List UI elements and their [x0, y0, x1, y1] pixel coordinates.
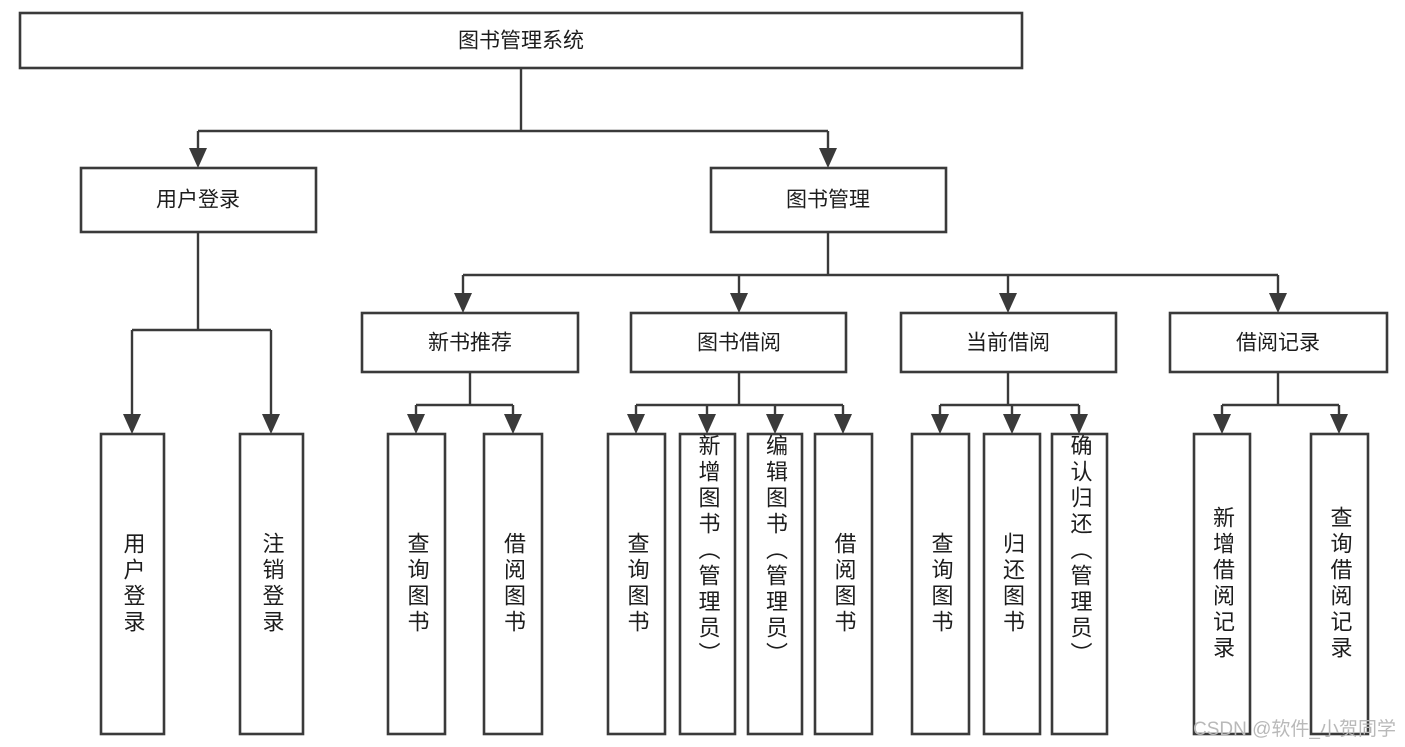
leaf-box-borrow-book-1[interactable]	[482, 432, 544, 736]
node-book-borrow[interactable]: 图书借阅	[629, 311, 848, 374]
node-current-borrow-label: 当前借阅	[966, 332, 1050, 355]
arrowhead-newbook-borrow	[504, 414, 522, 434]
arrowhead-record	[1269, 293, 1287, 313]
arrowhead-current-confirm	[1070, 414, 1088, 434]
arrowhead-newbook	[454, 293, 472, 313]
leaf-box-query-book-1[interactable]	[386, 432, 447, 736]
arrowhead-book-mgmt	[819, 148, 837, 168]
node-book-borrow-box[interactable]	[629, 311, 848, 374]
node-borrow-record-box[interactable]	[1168, 311, 1389, 374]
arrowhead-borrow-edit	[766, 414, 784, 434]
node-current-borrow-box[interactable]	[899, 311, 1118, 374]
connector-layer	[123, 68, 1348, 434]
leaf-box-user-login[interactable]	[99, 432, 166, 736]
arrowhead-user-login	[189, 148, 207, 168]
node-book-management-label: 图书管理	[786, 189, 870, 212]
leaf-box-borrow-book-2[interactable]	[813, 432, 874, 736]
leaf-box-query-book-2[interactable]	[606, 432, 667, 736]
arrowhead-record-add	[1213, 414, 1231, 434]
node-user-login-box[interactable]	[79, 166, 318, 234]
node-user-login-label: 用户登录	[156, 189, 240, 212]
leaf-box-edit-book-admin[interactable]	[746, 432, 804, 736]
node-borrow-record[interactable]: 借阅记录	[1168, 311, 1389, 374]
leaf-box-layer	[99, 432, 1370, 736]
node-book-borrow-label: 图书借阅	[697, 332, 781, 355]
arrowhead-leaf-user-login	[123, 414, 141, 434]
arrowhead-borrow-lend	[834, 414, 852, 434]
leaf-box-add-book-admin[interactable]	[678, 432, 737, 736]
node-root-system[interactable]: 图书管理系统	[18, 11, 1024, 70]
node-book-management[interactable]: 图书管理	[709, 166, 948, 234]
node-new-book-recommend-label: 新书推荐	[428, 332, 512, 355]
csdn-watermark: CSDN @软件_小贺同学	[1193, 719, 1396, 740]
leaf-box-query-book-3[interactable]	[910, 432, 971, 736]
arrowhead-current-query	[931, 414, 949, 434]
leaf-box-confirm-return[interactable]	[1050, 432, 1109, 736]
arrowhead-record-query	[1330, 414, 1348, 434]
arrowhead-current	[999, 293, 1017, 313]
arrowhead-leaf-logout	[262, 414, 280, 434]
node-root-system-label: 图书管理系统	[458, 30, 584, 53]
node-borrow-record-label: 借阅记录	[1236, 332, 1320, 355]
leaf-box-query-record[interactable]	[1309, 432, 1370, 736]
node-new-book-recommend[interactable]: 新书推荐	[360, 311, 580, 374]
node-root-system-box[interactable]	[18, 11, 1024, 70]
leaf-box-logout[interactable]	[238, 432, 305, 736]
node-current-borrow[interactable]: 当前借阅	[899, 311, 1118, 374]
leaf-box-return-book[interactable]	[982, 432, 1042, 736]
leaf-box-add-record[interactable]	[1192, 432, 1252, 736]
node-user-login[interactable]: 用户登录	[79, 166, 318, 234]
node-book-management-box[interactable]	[709, 166, 948, 234]
arrowhead-borrow-add	[698, 414, 716, 434]
arrowhead-borrow-query	[627, 414, 645, 434]
arrowhead-newbook-query	[407, 414, 425, 434]
arrowhead-borrow	[730, 293, 748, 313]
arrowhead-current-return	[1003, 414, 1021, 434]
node-new-book-recommend-box[interactable]	[360, 311, 580, 374]
